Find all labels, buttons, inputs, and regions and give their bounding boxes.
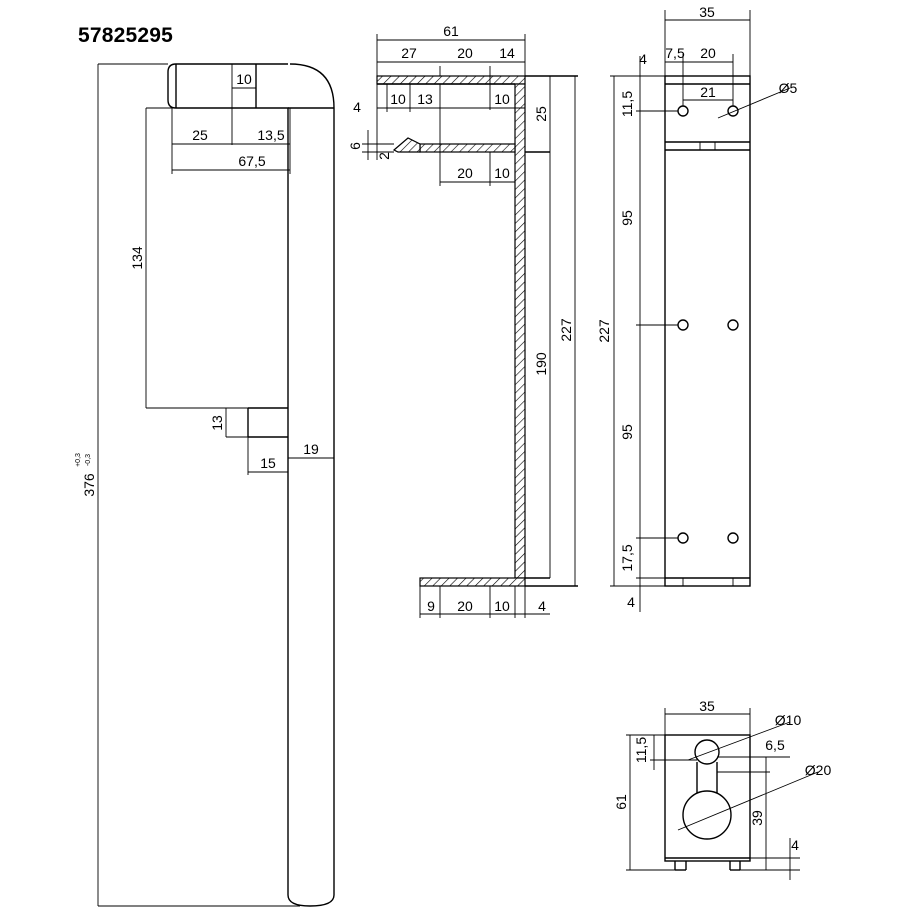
dim-label-9: 9 — [427, 598, 435, 614]
hole — [727, 105, 739, 117]
dim-label-6-5: 6,5 — [765, 737, 785, 753]
leader-line — [687, 721, 791, 761]
rod-outline — [167, 63, 335, 907]
dim-label-14: 14 — [499, 45, 515, 61]
front-view: 35 4 7,5 20 21 Ø5 11,5 95 227 95 17,5 4 — [596, 4, 798, 612]
part-number: 57825295 — [78, 24, 174, 47]
dim-label-39: 39 — [749, 810, 765, 826]
side-view: 10 25 13,5 67,5 134 13 15 19 376 +0,3 -0… — [75, 63, 335, 907]
block-outline — [664, 734, 751, 862]
dim-label-27: 27 — [401, 45, 417, 61]
section-view: 61 27 20 14 4 10 13 10 25 6 2 20 10 190 … — [347, 23, 578, 618]
vertical-web — [514, 83, 526, 579]
dim-label-190: 190 — [533, 352, 549, 376]
dim-label-7-5: 7,5 — [665, 45, 685, 61]
dim-label-61: 61 — [613, 794, 629, 810]
dim-label-134: 134 — [129, 246, 145, 270]
dim-label-4-top: 4 — [639, 51, 647, 67]
dim-label-10-mid: 10 — [494, 165, 510, 181]
dim-label-4-bot: 4 — [627, 594, 635, 610]
dim-label-20-bot: 20 — [457, 598, 473, 614]
hole-large — [682, 790, 732, 840]
middle-plate — [419, 143, 516, 153]
dim-label-17-5: 17,5 — [619, 544, 635, 571]
tolerance-lower: -0,3 — [85, 454, 92, 466]
dim-label-20: 20 — [700, 45, 716, 61]
hole — [677, 105, 689, 117]
dim-label-19: 19 — [303, 441, 319, 457]
middle-plate-break — [392, 137, 421, 153]
hole — [677, 532, 689, 544]
dim-label-376: 376 — [81, 473, 97, 497]
dim-label-11-5: 11,5 — [633, 737, 649, 763]
dim-label-35: 35 — [699, 4, 715, 20]
dim-label-13: 13 — [209, 415, 225, 431]
dim-label-20-mid: 20 — [457, 165, 473, 181]
dim-label-227: 227 — [596, 319, 612, 343]
top-flange — [376, 75, 526, 85]
plate-outline — [664, 75, 751, 587]
leader-line — [717, 87, 791, 119]
dim-label-95-upper: 95 — [619, 210, 635, 226]
dim-label-95-lower: 95 — [619, 424, 635, 440]
dim-label-21: 21 — [700, 84, 716, 100]
plan-view: 35 Ø10 11,5 6,5 Ø20 61 39 4 — [613, 698, 831, 880]
dim-label-10: 10 — [236, 71, 252, 87]
leader-line — [677, 771, 819, 831]
dim-label-dia5: Ø5 — [779, 80, 798, 96]
dim-label-10a: 10 — [390, 91, 406, 107]
dim-label-dia10: Ø10 — [775, 712, 802, 728]
dim-label-13: 13 — [417, 91, 433, 107]
dim-label-10b: 10 — [494, 91, 510, 107]
hole-small — [694, 739, 720, 765]
dim-label-10-bot: 10 — [494, 598, 510, 614]
tolerance-upper: +0,3 — [75, 453, 82, 467]
dim-label-35: 35 — [699, 698, 715, 714]
dim-label-15: 15 — [260, 455, 276, 471]
dim-label-4-bot: 4 — [538, 598, 546, 614]
dim-label-4: 4 — [353, 99, 361, 115]
hole — [677, 319, 689, 331]
dim-label-11-5: 11,5 — [619, 91, 635, 117]
dim-label-20-top: 20 — [457, 45, 473, 61]
dim-label-61: 61 — [443, 23, 459, 39]
dim-label-13-5: 13,5 — [257, 127, 284, 143]
dim-label-2: 2 — [376, 152, 392, 160]
dim-label-25: 25 — [533, 106, 549, 122]
bottom-flange — [419, 577, 526, 587]
dim-label-25: 25 — [192, 127, 208, 143]
dim-label-6: 6 — [347, 142, 363, 150]
dim-label-227: 227 — [558, 318, 574, 342]
dim-label-4: 4 — [791, 837, 799, 853]
hole — [727, 319, 739, 331]
dim-label-dia20: Ø20 — [805, 762, 832, 778]
dim-label-67-5: 67,5 — [238, 153, 265, 169]
hole — [727, 532, 739, 544]
